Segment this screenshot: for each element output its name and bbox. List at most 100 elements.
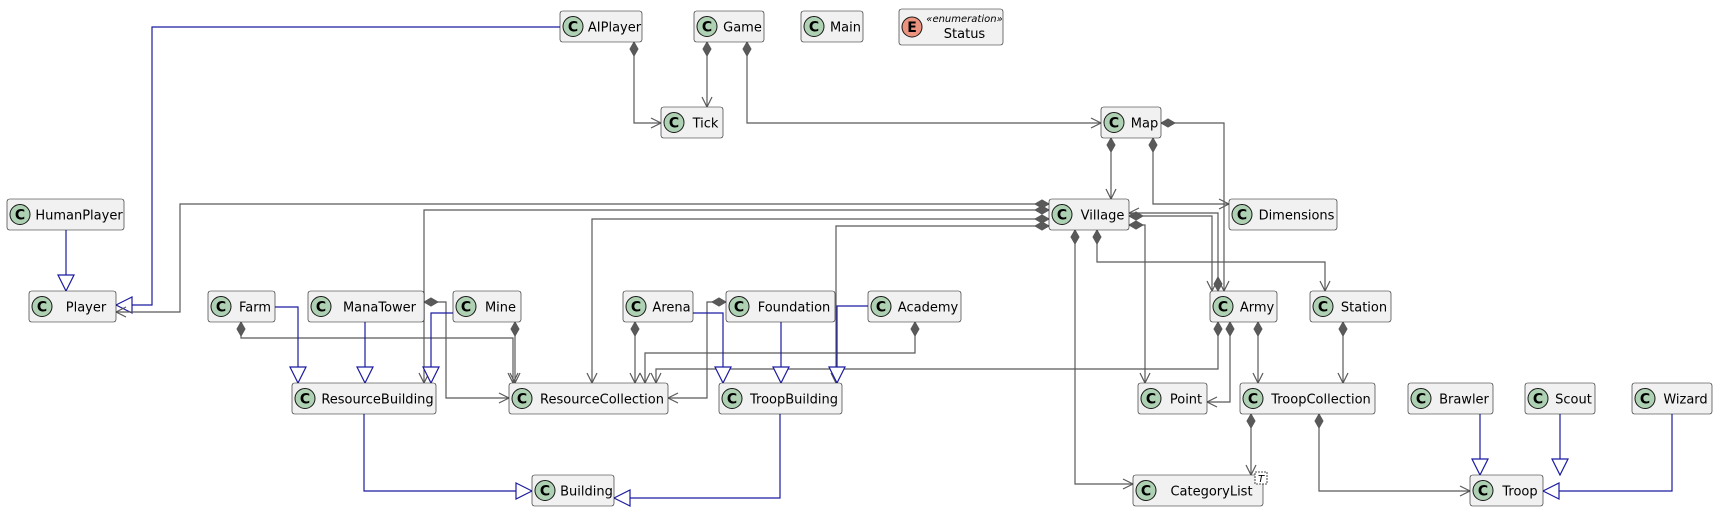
class-icon — [9, 204, 31, 225]
class-kind-glyph: C — [1640, 392, 1650, 408]
class-map[interactable]: C Map — [1100, 106, 1162, 139]
class-icon — [534, 480, 556, 501]
class-name: Farm — [239, 301, 271, 316]
inheritance-edge-farm-to-resourcebuilding — [275, 306, 298, 383]
class-name: Station — [1341, 301, 1387, 316]
class-kind-glyph: C — [15, 208, 25, 224]
class-kind-glyph: C — [1248, 392, 1258, 408]
composition-edge-army-to-point — [1207, 322, 1230, 402]
class-name: Wizard — [1663, 393, 1707, 408]
class-kind-glyph: C — [809, 20, 819, 36]
class-kind-glyph: C — [1109, 116, 1119, 132]
class-kind-glyph: C — [669, 116, 679, 132]
class-kind-glyph: C — [702, 20, 712, 36]
class-kind-glyph: C — [1141, 484, 1151, 500]
class-icon — [870, 296, 892, 317]
class-icon — [1472, 480, 1494, 501]
class-manatower[interactable]: C ManaTower — [307, 290, 425, 323]
class-name: Academy — [898, 301, 959, 316]
class-wizard[interactable]: C Wizard — [1631, 382, 1713, 415]
composition-edge-village-to-army — [1129, 216, 1212, 291]
composition-edge-map-to-dimensions — [1153, 138, 1229, 204]
inheritance-edge-mine-to-resourcebuilding — [431, 312, 453, 383]
inheritance-edge-resourcebuilding-to-building — [363, 414, 532, 491]
class-kind-glyph: C — [734, 300, 744, 316]
class-icon — [1527, 388, 1549, 409]
composition-edge-village-to-station — [1097, 230, 1325, 291]
inheritance-edge-arena-to-troopbuilding — [693, 312, 723, 383]
class-icon — [294, 388, 316, 409]
class-game[interactable]: C Game — [693, 10, 765, 43]
class-name: Point — [1170, 393, 1202, 408]
class-kind-glyph: C — [517, 392, 527, 408]
class-icon — [1231, 204, 1253, 225]
class-resourcebuilding[interactable]: C ResourceBuilding — [291, 382, 437, 415]
class-kind-glyph: C — [300, 392, 310, 408]
class-kind-glyph: C — [461, 300, 471, 316]
class-kind-glyph: C — [1237, 208, 1247, 224]
class-name: Foundation — [758, 301, 831, 316]
class-name: ResourceBuilding — [321, 393, 433, 408]
class-status[interactable]: E«enumeration»Status — [898, 8, 1004, 46]
composition-edge-village-to-resourcecollection — [592, 219, 1049, 383]
class-stereotype: «enumeration» — [926, 14, 1002, 25]
composition-edge-army-to-village — [1129, 213, 1218, 291]
composition-edge-farm-to-resourcecollection — [241, 322, 513, 383]
class-name: ManaTower — [343, 301, 417, 316]
class-name: Brawler — [1439, 393, 1489, 408]
class-name: Arena — [652, 301, 690, 316]
composition-edge-aiplayer-to-tick — [634, 42, 661, 123]
class-kind-glyph: C — [316, 300, 326, 316]
template-parameter: T — [1258, 474, 1265, 485]
class-name: Army — [1240, 301, 1275, 316]
class-name: Dimensions — [1259, 209, 1335, 224]
inheritance-edge-aiplayer-to-player — [116, 26, 560, 305]
class-name: Scout — [1555, 393, 1592, 408]
class-tick[interactable]: C Tick — [660, 106, 724, 139]
class-icon — [210, 296, 232, 317]
class-name: Village — [1081, 209, 1125, 224]
template-parameter-box — [1254, 471, 1268, 485]
composition-edge-game-to-map — [747, 42, 1101, 123]
composition-edge-map-to-army — [1161, 123, 1224, 291]
class-name: Game — [723, 21, 762, 36]
class-main[interactable]: C Main — [800, 10, 864, 43]
class-kind-glyph: C — [1478, 484, 1488, 500]
class-kind-glyph: C — [1533, 392, 1543, 408]
class-icon — [663, 112, 685, 133]
class-icon — [1312, 296, 1334, 317]
class-icon — [1140, 388, 1162, 409]
class-name: Main — [830, 21, 861, 36]
composition-edge-village-to-player — [116, 204, 1049, 312]
enum-icon — [901, 16, 923, 38]
class-icon — [455, 296, 477, 317]
class-icon — [1634, 388, 1656, 409]
class-name: AIPlayer — [588, 21, 642, 36]
class-scout[interactable]: C Scout — [1524, 382, 1596, 415]
class-name: Map — [1131, 117, 1158, 132]
class-name: Tick — [692, 117, 719, 132]
class-foundation[interactable]: C Foundation — [725, 290, 836, 323]
class-icon — [1051, 204, 1073, 225]
class-dimensions[interactable]: C Dimensions — [1228, 198, 1338, 231]
